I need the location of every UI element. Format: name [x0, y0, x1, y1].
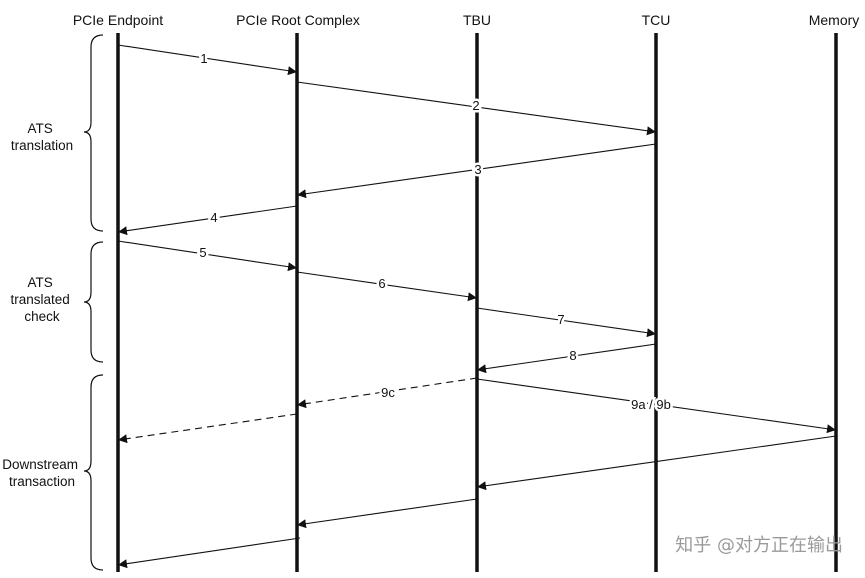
phase-ats-translation: ATS translation: [11, 34, 104, 232]
lifelines: PCIe Endpoint PCIe Root Complex TBU TCU …: [73, 12, 859, 572]
message-1: 1: [117, 44, 298, 76]
lifeline-label: PCIe Root Complex: [236, 12, 360, 28]
message-2: 2: [296, 81, 657, 136]
message-5: 5: [117, 240, 298, 272]
message-6: 6: [296, 271, 478, 302]
message-arrow: [296, 271, 478, 302]
lifeline-memory: Memory: [809, 12, 860, 572]
phase-label-line: ATS: [27, 121, 52, 136]
message-label: 5: [199, 245, 206, 260]
message-9a-9b: 9a / 9b: [476, 378, 837, 434]
messages: 1 2 3 4 5 6 7 8: [117, 44, 837, 569]
phase-label: Downstream transaction: [2, 457, 82, 489]
message-label: 7: [557, 312, 564, 327]
message-arrow: [476, 435, 837, 491]
message-arrow: [296, 498, 478, 529]
phase-label: ATS translated check: [10, 275, 73, 324]
message-label: 2: [472, 98, 479, 113]
lifeline-label: Memory: [809, 12, 860, 28]
lifeline-label: TBU: [463, 12, 491, 28]
phase-label: ATS translation: [11, 121, 73, 153]
message-8: 8: [476, 343, 657, 374]
phase-label-line: ATS: [27, 275, 52, 290]
lifeline-label: TCU: [642, 12, 671, 28]
message-rc-response: [117, 537, 301, 569]
brace: [83, 241, 104, 363]
brace: [83, 34, 104, 232]
message-memory-response: [476, 435, 837, 491]
message-arrow: [476, 307, 657, 338]
message-arrow: [296, 81, 657, 136]
phase-braces: ATS translation ATS translated check Dow…: [2, 34, 104, 571]
message-arrow: [296, 143, 657, 199]
lifeline-tcu: TCU: [642, 12, 671, 572]
message-arrow: [117, 240, 298, 272]
lifeline-pcie-endpoint: PCIe Endpoint: [73, 12, 163, 572]
message-3: 3: [296, 143, 657, 199]
message-arrow: [476, 343, 657, 374]
message-9c: 9c: [296, 377, 478, 409]
message-tbu-response: [296, 498, 478, 529]
message-7: 7: [476, 307, 657, 338]
phase-label-line: transaction: [9, 474, 75, 489]
message-label: 6: [378, 276, 385, 291]
lifeline-pcie-root-complex: PCIe Root Complex: [236, 12, 360, 572]
message-label: 4: [210, 210, 217, 225]
phase-label-line: translated: [10, 292, 69, 307]
brace: [83, 374, 104, 571]
message-label: 9c: [381, 385, 395, 400]
message-label: 3: [474, 162, 481, 177]
watermark: 知乎 @对方正在输出: [675, 535, 843, 556]
message-arrow: [117, 537, 301, 569]
message-arrow: [117, 205, 298, 236]
watermark-text: 知乎 @对方正在输出: [675, 535, 843, 556]
message-9c-continued: [117, 413, 298, 444]
phase-label-line: check: [24, 309, 60, 324]
phase-label-line: Downstream: [2, 457, 78, 472]
message-arrow: [117, 413, 298, 444]
phase-ats-translated-check: ATS translated check: [10, 241, 104, 363]
message-label: 8: [569, 348, 576, 363]
message-4: 4: [117, 205, 298, 236]
message-arrow: [296, 377, 478, 409]
message-arrow: [117, 44, 298, 76]
message-label: 9a / 9b: [631, 397, 671, 412]
phase-downstream-transaction: Downstream transaction: [2, 374, 104, 571]
message-label: 1: [200, 51, 207, 66]
phase-label-line: translation: [11, 138, 73, 153]
message-arrow: [476, 378, 837, 434]
lifeline-label: PCIe Endpoint: [73, 12, 163, 28]
lifeline-tbu: TBU: [463, 12, 491, 572]
